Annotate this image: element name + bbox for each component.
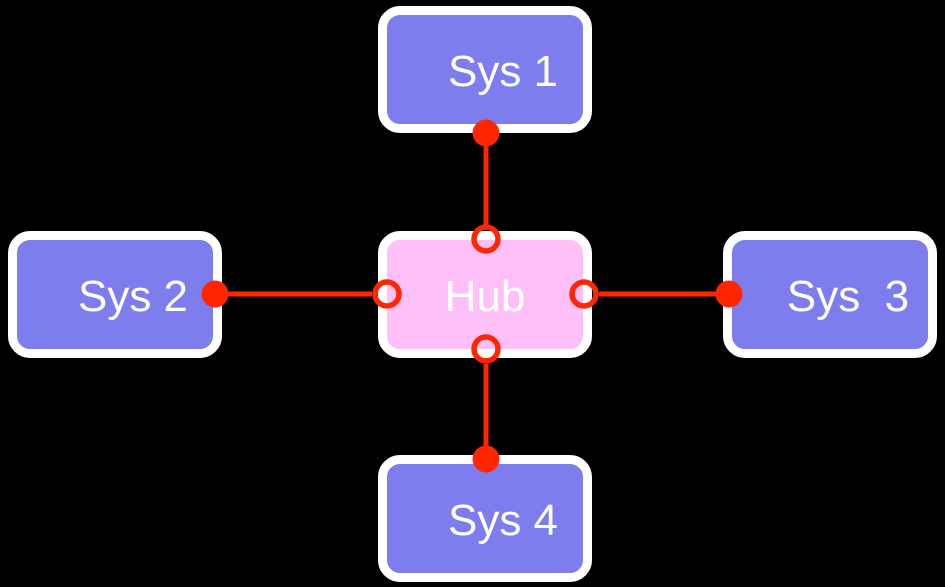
connection-sys3-hub[interactable]	[569, 279, 743, 309]
node-hub-label: Hub	[444, 271, 526, 321]
node-sys3-label: Sys 3	[786, 271, 910, 321]
node-sys3[interactable]: Sys 3	[723, 231, 937, 358]
node-sys4[interactable]: Sys 4	[378, 455, 592, 582]
node-sys2-label: Sys 2	[77, 271, 189, 321]
node-sys4-label: Sys 4	[447, 495, 559, 545]
node-sys1-label: Sys 1	[447, 46, 559, 96]
node-hub[interactable]: Hub	[378, 231, 592, 358]
connection-sys2-hub[interactable]	[201, 279, 402, 309]
node-sys1[interactable]: Sys 1	[378, 6, 592, 133]
node-sys2[interactable]: Sys 2	[8, 231, 222, 358]
